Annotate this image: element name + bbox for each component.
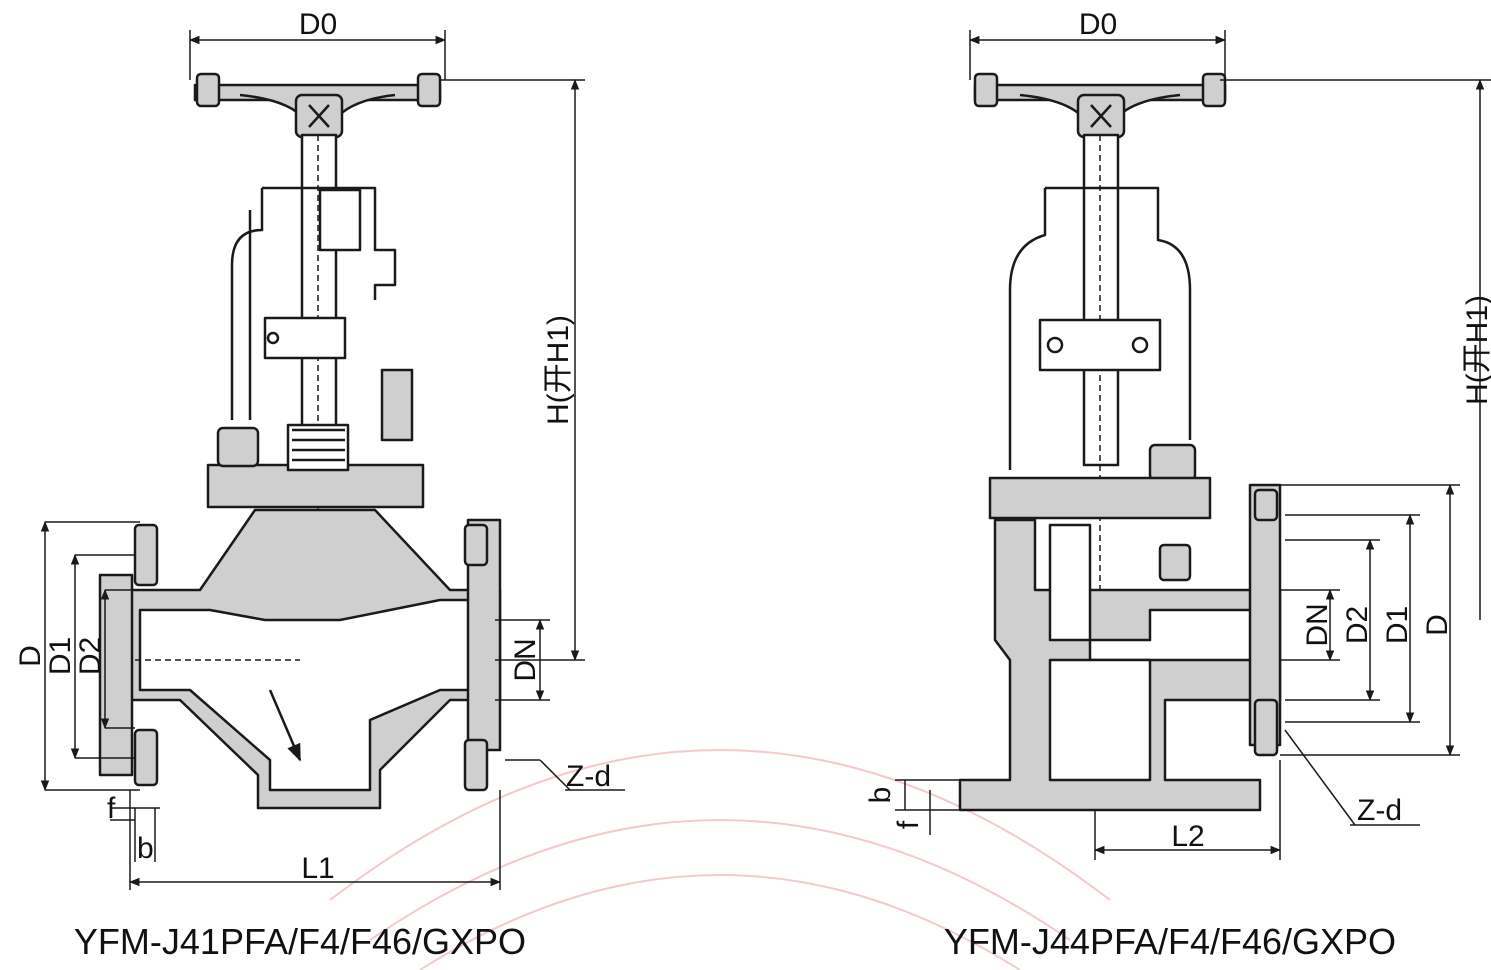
left-labels: D0 H(开H1) D D1 D2 DN Z-d f b L1 YFM-J41P… xyxy=(14,8,611,962)
left-caption: YFM-J41PFA/F4/F46/GXPO xyxy=(74,921,526,962)
left-zd-label: Z-d xyxy=(566,760,611,793)
left-dn-label: DN xyxy=(509,638,542,681)
right-d2-label: D2 xyxy=(1341,606,1374,644)
left-valve xyxy=(98,72,502,810)
right-l2-label: L2 xyxy=(1171,820,1204,853)
right-yoke xyxy=(1008,133,1197,680)
right-zd-label: Z-d xyxy=(1357,794,1402,827)
left-h-label: H(开H1) xyxy=(542,315,575,425)
right-caption: YFM-J44PFA/F4/F46/GXPO xyxy=(944,921,1396,962)
left-l1-label: L1 xyxy=(301,852,334,885)
left-d-label: D xyxy=(14,645,47,667)
left-d2-label: D2 xyxy=(74,637,107,675)
left-f-label: f xyxy=(107,792,116,825)
left-body xyxy=(98,508,502,810)
left-bonnet xyxy=(206,423,425,509)
left-b-label: b xyxy=(137,832,154,865)
left-d1-label: D1 xyxy=(44,637,77,675)
left-dimensions xyxy=(40,30,625,890)
right-dn-label: DN xyxy=(1301,603,1334,646)
left-handwheel xyxy=(193,72,442,139)
right-d1-label: D1 xyxy=(1381,606,1414,644)
right-valve xyxy=(958,72,1282,812)
right-labels: D0 H(开H1) DN D2 D1 D Z-d b f L2 YFM-J44P… xyxy=(864,8,1491,962)
right-d-label: D xyxy=(1421,614,1454,636)
left-d0-label: D0 xyxy=(299,8,337,41)
right-dimensions xyxy=(895,30,1491,860)
right-f-label: f xyxy=(892,820,925,829)
right-body xyxy=(958,476,1282,812)
right-b-label: b xyxy=(864,787,897,804)
right-h-label: H(开H1) xyxy=(1461,295,1491,405)
right-handwheel xyxy=(973,72,1227,139)
right-d0-label: D0 xyxy=(1079,8,1117,41)
